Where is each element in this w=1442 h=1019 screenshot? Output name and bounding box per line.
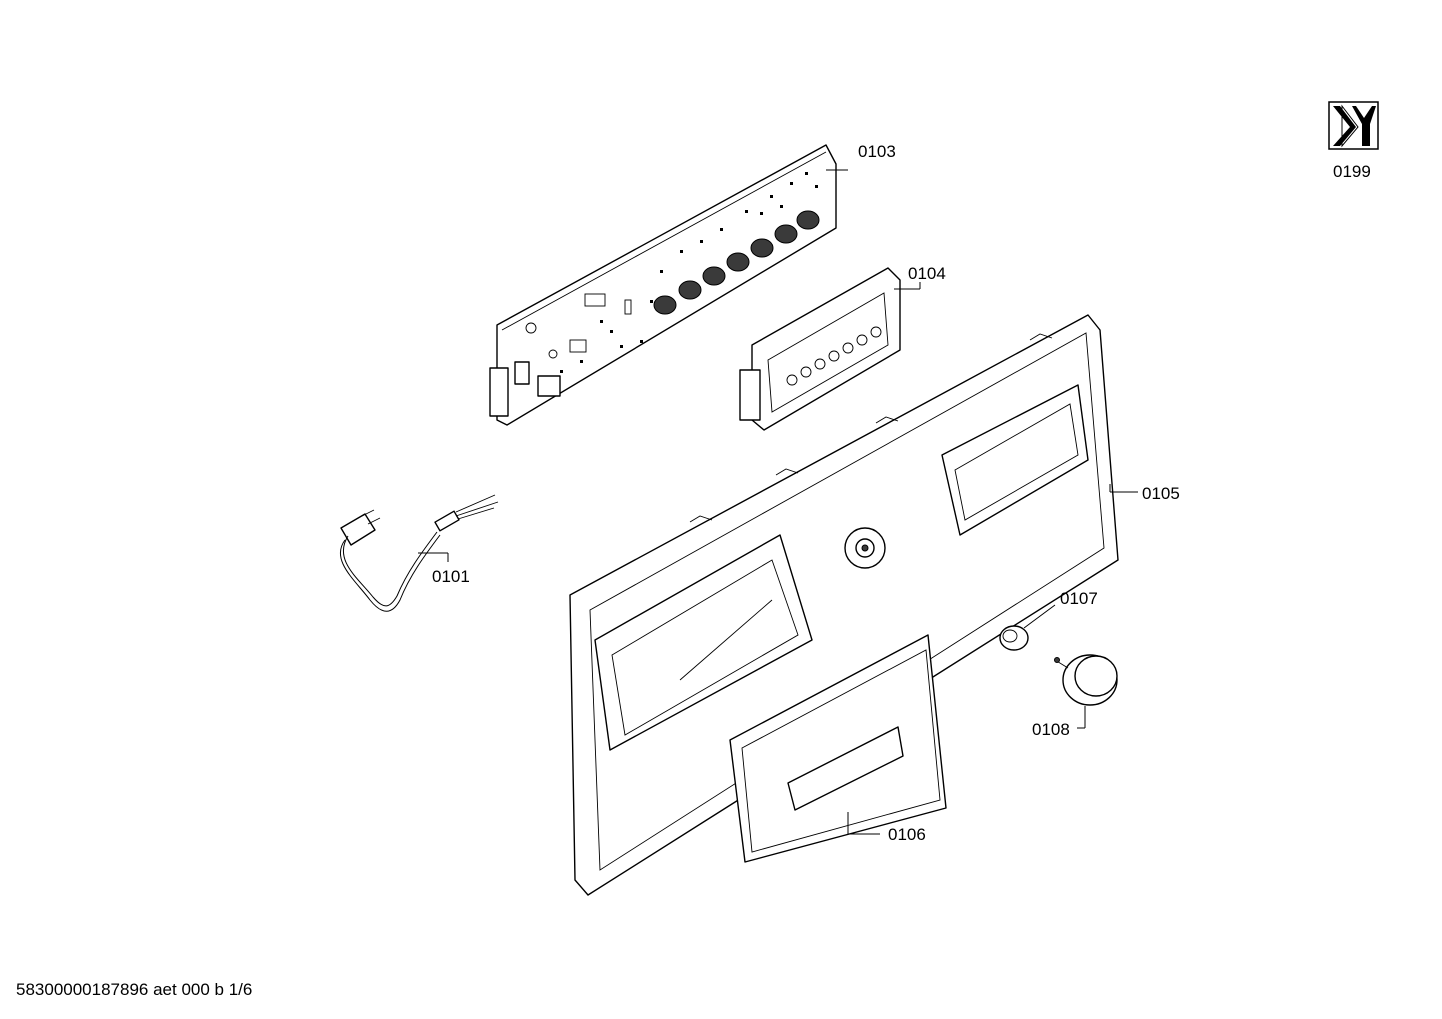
label-0104: 0104 xyxy=(908,264,946,283)
part-0101-mains-cable[interactable] xyxy=(339,494,499,612)
label-0105: 0105 xyxy=(1142,484,1180,503)
label-0108: 0108 xyxy=(1032,720,1070,739)
label-0107: 0107 xyxy=(1060,589,1098,608)
part-0103-control-pcb[interactable] xyxy=(489,144,848,426)
part-0107-knob-adapter[interactable] xyxy=(999,604,1056,651)
label-0199: 0199 xyxy=(1333,162,1371,181)
part-0108-programme-knob[interactable] xyxy=(1054,654,1118,729)
label-0101: 0101 xyxy=(432,567,470,586)
service-tool-icon xyxy=(1328,101,1379,150)
part-0104-button-holder[interactable] xyxy=(739,267,921,431)
part-0106-handle-cover[interactable] xyxy=(729,634,947,863)
label-0106: 0106 xyxy=(888,825,926,844)
document-footer: 58300000187896 aet 000 b 1/6 xyxy=(16,980,253,999)
part-0105-control-panel[interactable] xyxy=(569,314,1138,896)
label-0103: 0103 xyxy=(858,142,896,161)
